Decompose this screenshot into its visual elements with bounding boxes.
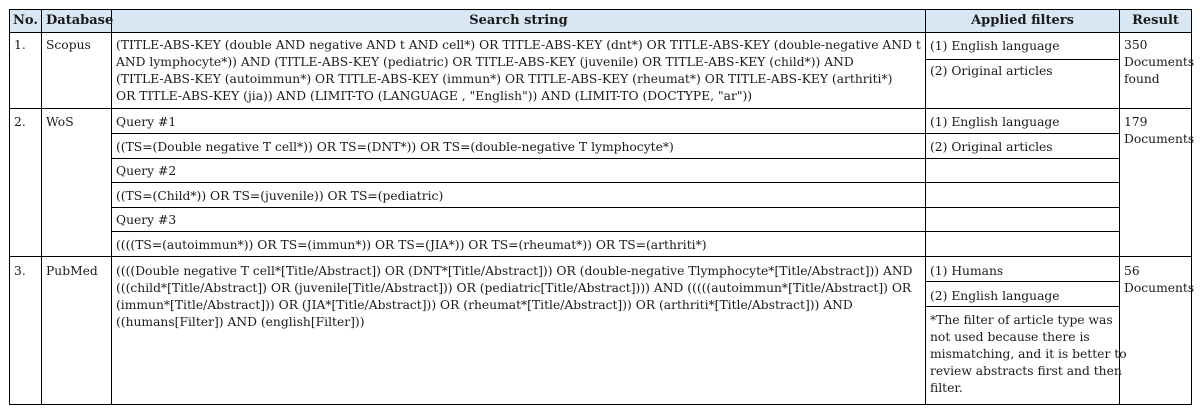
header-bg-no	[10, 10, 41, 32]
query-label: Query #3	[116, 213, 177, 227]
grid-line	[926, 306, 1119, 307]
search-strategy-table: No. Database Search string Applied filte…	[9, 9, 1195, 405]
header-no: No.	[13, 13, 38, 28]
filter-item: (1) Humans	[930, 264, 1004, 278]
database-name: Scopus	[46, 38, 91, 52]
grid-line	[10, 32, 1191, 33]
header-search-string: Search string	[469, 13, 568, 28]
filter-item: (1) English language	[930, 115, 1060, 129]
grid-line	[112, 207, 1119, 208]
header-bg-search	[112, 10, 925, 32]
search-line: ((((Double negative T cell*[Title/Abstra…	[116, 264, 913, 278]
grid-line	[926, 59, 1119, 60]
header-bg-database	[42, 10, 111, 32]
grid-line	[41, 10, 42, 404]
result-count: 56 Documents	[1124, 264, 1195, 295]
result-count: 179 Documents	[1124, 115, 1195, 146]
filter-note: *The filter of article type was not used…	[930, 313, 1127, 395]
search-line: (((child*[Title/Abstract]) OR (juvenile[…	[116, 281, 912, 295]
row-number: 1.	[14, 38, 26, 52]
filter-item: (2) Original articles	[930, 64, 1053, 78]
query-label: Query #1	[116, 115, 177, 129]
grid-line	[112, 182, 1119, 183]
grid-line	[926, 281, 1119, 282]
filter-item: (2) English language	[930, 289, 1060, 303]
search-line: OR TITLE-ABS-KEY (jia)) AND (LIMIT-TO (L…	[116, 89, 753, 103]
database-name: WoS	[46, 115, 74, 129]
row-number: 2.	[14, 115, 26, 129]
grid-line	[111, 10, 112, 404]
search-line: (TITLE-ABS-KEY (double AND negative AND …	[116, 38, 921, 52]
grid-line	[1119, 10, 1120, 404]
row-number: 3.	[14, 264, 26, 278]
grid-line	[10, 108, 1191, 109]
grid-line	[10, 256, 1191, 257]
search-line: ((humans[Filter]) AND (english[Filter]))	[116, 315, 365, 329]
query-label: Query #2	[116, 164, 177, 178]
query-string: ((TS=(Double negative T cell*)) OR TS=(D…	[116, 140, 674, 154]
query-string: ((TS=(Child*)) OR TS=(juvenile)) OR TS=(…	[116, 189, 444, 203]
search-line: (immun*[Title/Abstract])) OR (JIA*[Title…	[116, 298, 853, 312]
filter-item: (2) Original articles	[930, 140, 1053, 154]
grid-line	[112, 231, 1119, 232]
search-line: (TITLE-ABS-KEY (autoimmun*) OR TITLE-ABS…	[116, 72, 893, 86]
header-database: Database	[46, 13, 114, 28]
query-string: ((((TS=(autoimmun*)) OR TS=(immun*)) OR …	[116, 238, 707, 252]
result-count: 350 Documents found	[1124, 38, 1195, 86]
header-bg-result	[1120, 10, 1191, 32]
header-result: Result	[1132, 13, 1179, 28]
header-applied-filters: Applied filters	[971, 13, 1074, 28]
header-bg-filters	[926, 10, 1119, 32]
filter-item: (1) English language	[930, 39, 1060, 53]
grid-line	[112, 158, 1119, 159]
search-line: AND lymphocyte*)) AND (TITLE-ABS-KEY (pe…	[116, 55, 854, 69]
grid-line	[112, 133, 1119, 134]
database-name: PubMed	[46, 264, 98, 278]
